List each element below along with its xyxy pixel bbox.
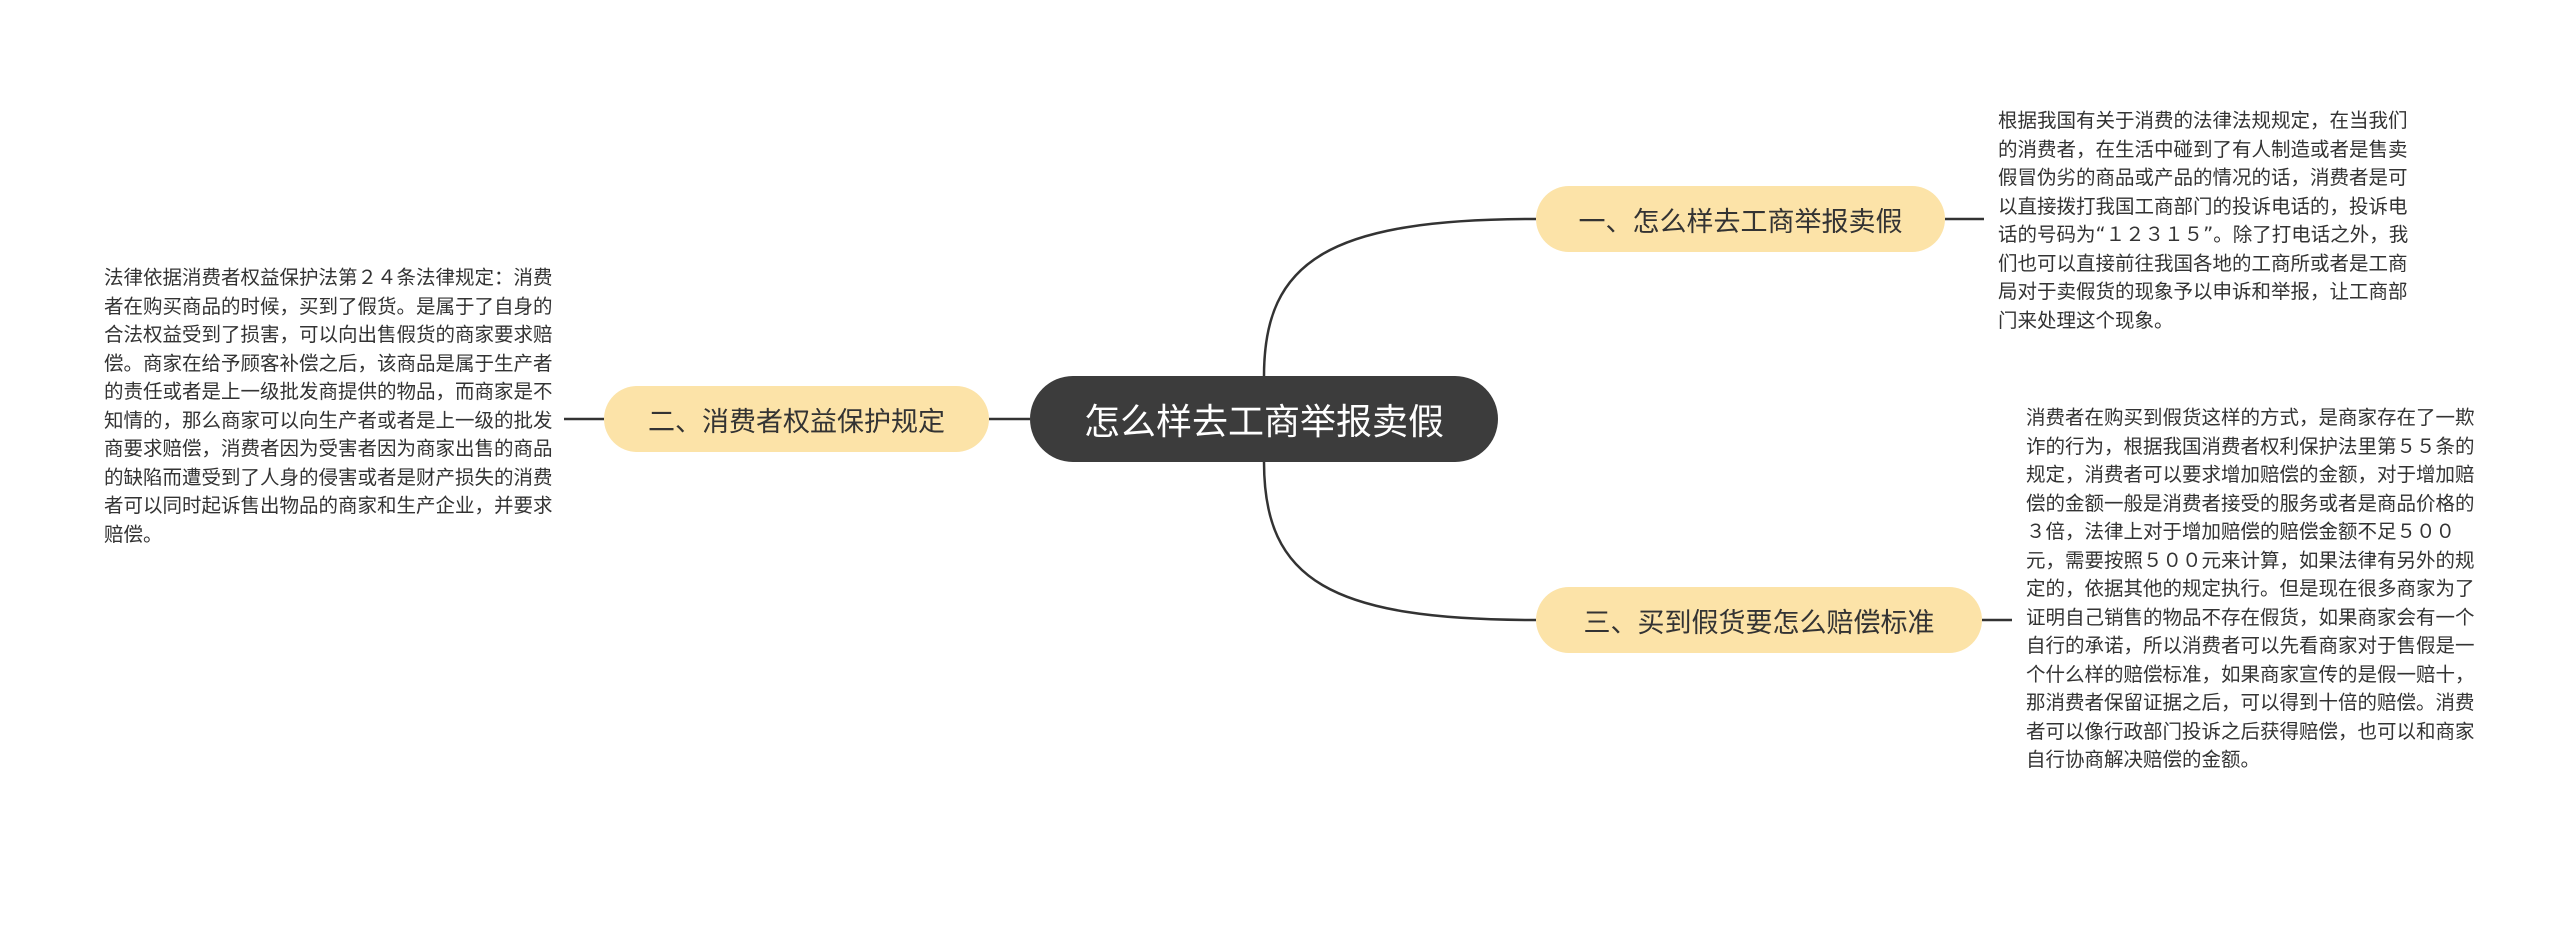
branch-topic-2[interactable]: 二、消费者权益保护规定 — [604, 386, 989, 452]
detail-text-2: 法律依据消费者权益保护法第２４条法律规定：消费者在购买商品的时候，买到了假货。是… — [104, 266, 553, 546]
connector-root-to-branch-3 — [1262, 461, 1537, 622]
connector-root-to-branch-1 — [1262, 217, 1537, 377]
branch-topic-3[interactable]: 三、买到假货要怎么赔偿标准 — [1536, 587, 1982, 653]
detail-text-1: 根据我国有关于消费的法律法规规定，在当我们的消费者，在生活中碰到了有人制造或者是… — [1998, 109, 2409, 332]
branch-topic-1[interactable]: 一、怎么样去工商举报卖假 — [1536, 186, 1945, 252]
detail-text-3: 消费者在购买到假货这样的方式，是商家存在了一欺诈的行为，根据我国消费者权利保护法… — [2026, 406, 2475, 771]
central-topic[interactable]: 怎么样去工商举报卖假 — [1030, 376, 1498, 462]
